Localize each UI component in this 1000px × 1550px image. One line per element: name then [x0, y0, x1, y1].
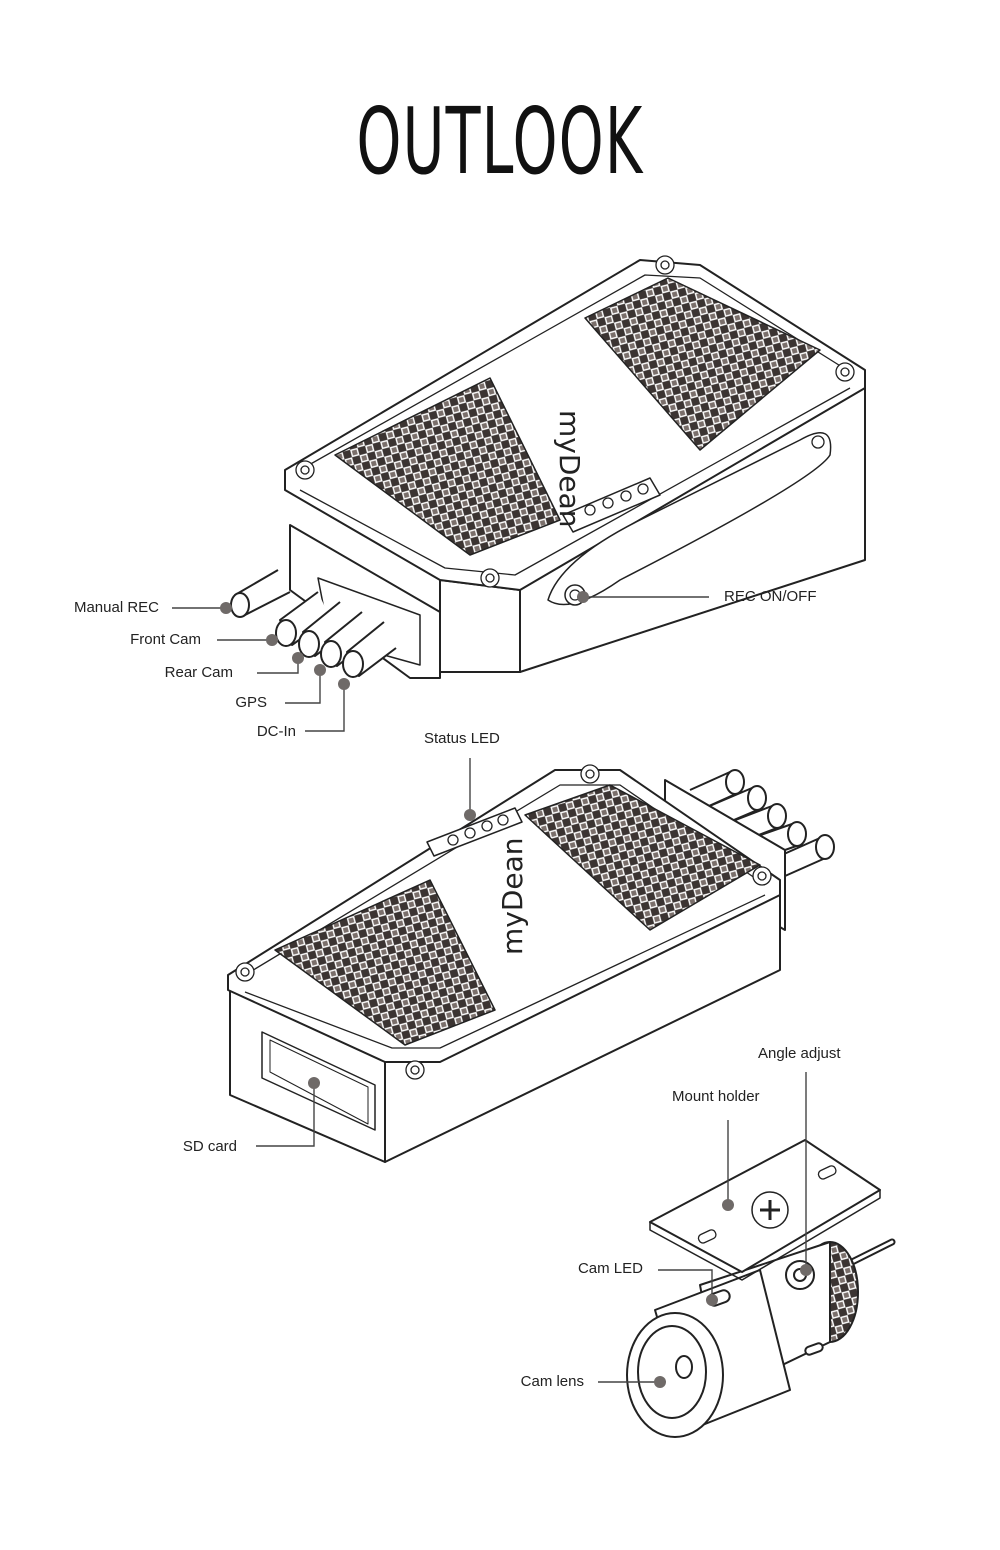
page-title: OUTLOOK: [356, 88, 644, 195]
label-mount-holder: Mount holder: [672, 1088, 760, 1105]
callout-dots: [220, 591, 812, 1388]
label-cam-led: Cam LED: [577, 1260, 643, 1277]
label-gps: GPS: [235, 694, 267, 711]
label-rec-onoff: REC ON/OFF: [724, 588, 817, 605]
label-front-cam: Front Cam: [130, 631, 201, 648]
callout-lines: [172, 596, 807, 1383]
camera-unit: [626, 1139, 896, 1438]
label-cam-lens: Cam lens: [520, 1373, 584, 1390]
brand-logo-bottom: myDean: [496, 837, 529, 955]
dvr-unit-bottom: myDean: [227, 764, 835, 1163]
label-angle-adjust: Angle adjust: [758, 1045, 841, 1062]
label-status-led: Status LED: [424, 730, 500, 747]
brand-logo: myDean: [553, 410, 586, 528]
dvr-unit-top: myDean: [230, 255, 866, 679]
label-manual-rec: Manual REC: [73, 599, 159, 616]
label-dc-in: DC-In: [256, 723, 296, 740]
label-rear-cam: Rear Cam: [164, 664, 233, 681]
label-sd-card: SD card: [182, 1138, 237, 1155]
